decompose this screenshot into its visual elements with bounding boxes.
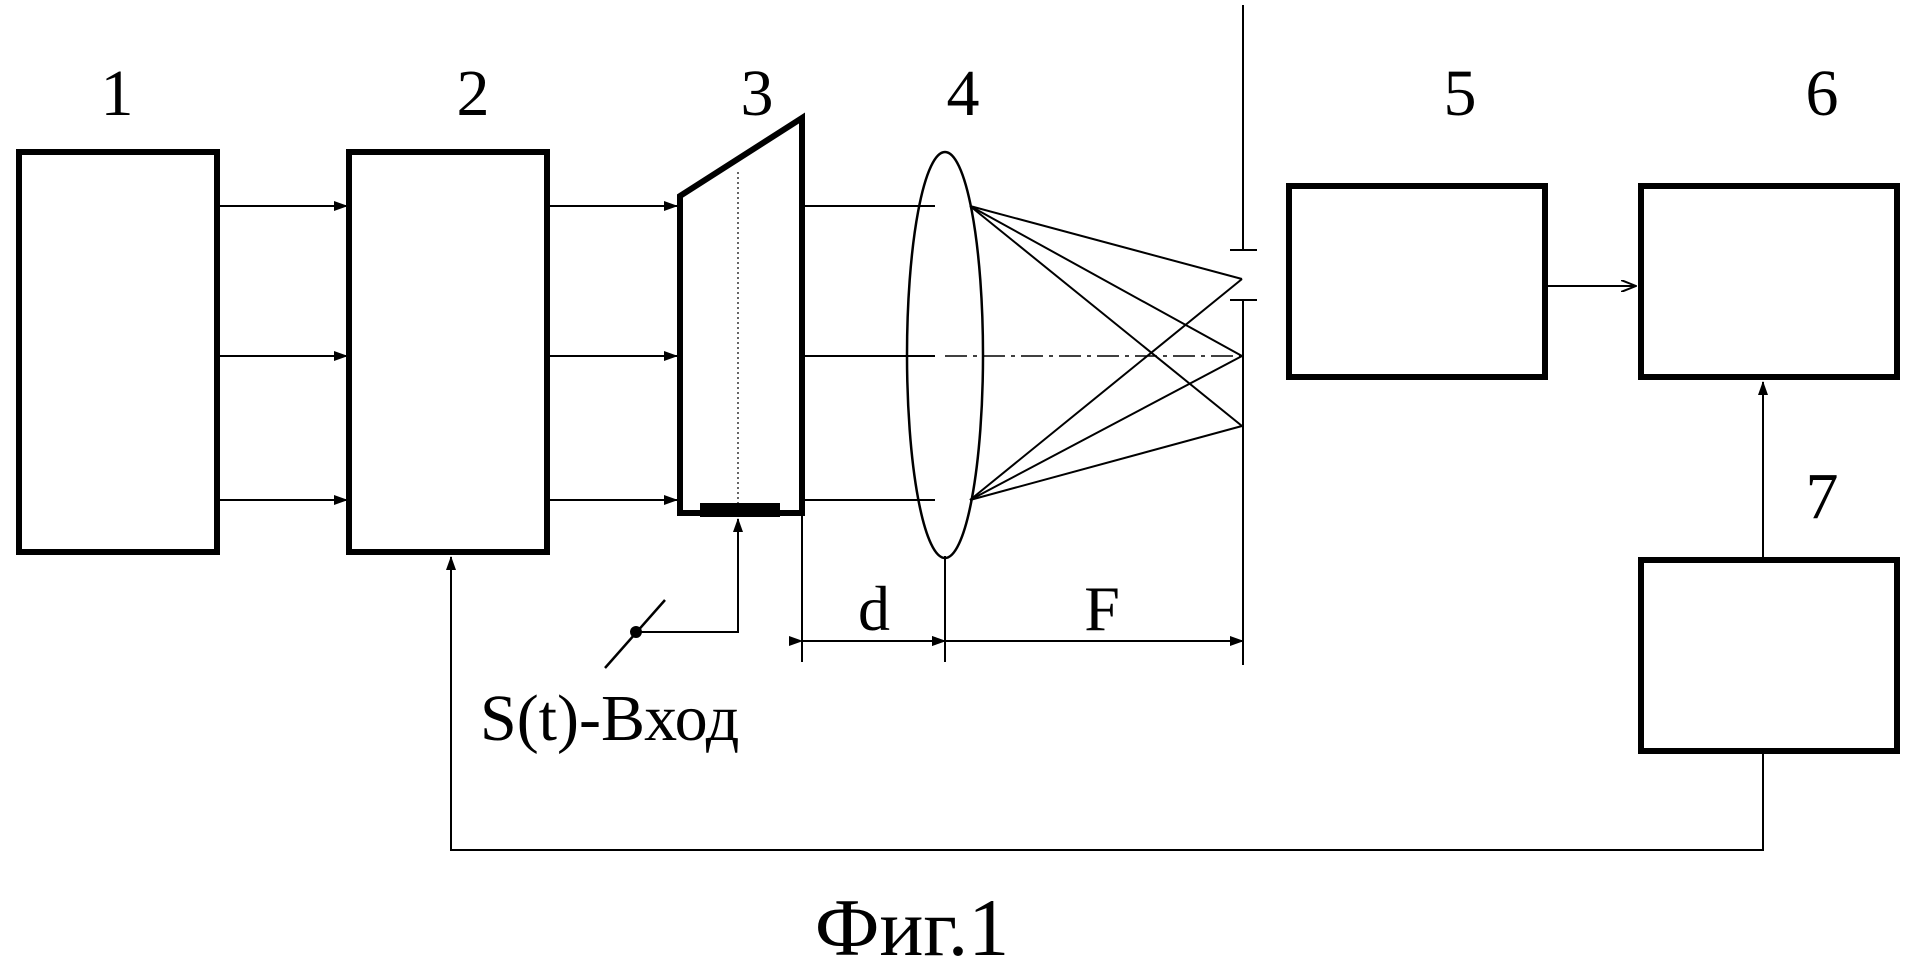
figure-caption: Фиг.1 (815, 882, 1010, 971)
block-6-label: 6 (1806, 57, 1839, 130)
block-2 (349, 152, 547, 552)
block-2-label: 2 (457, 57, 490, 130)
beam-lines-3-to-lens (802, 206, 935, 500)
focused-rays (970, 206, 1242, 500)
block-3-label: 3 (741, 57, 774, 130)
focal-plane-aperture (1230, 5, 1257, 665)
dimension-d-label: d (858, 573, 890, 644)
block-1 (19, 152, 217, 552)
block-7 (1641, 560, 1897, 751)
block-6 (1641, 186, 1897, 377)
lens-4-label: 4 (947, 57, 980, 130)
block-3-modulator (680, 118, 802, 517)
signal-input-label: S(t)-Вход (480, 682, 739, 755)
signal-input-line (605, 519, 738, 668)
dimension-F-label: F (1084, 573, 1120, 644)
beam-arrows-2-to-3 (547, 206, 677, 500)
block-1-label: 1 (101, 57, 134, 130)
beam-arrows-1-to-2 (217, 206, 347, 500)
block-7-label: 7 (1806, 460, 1839, 533)
block-5 (1289, 186, 1545, 377)
block-5-label: 5 (1444, 57, 1477, 130)
